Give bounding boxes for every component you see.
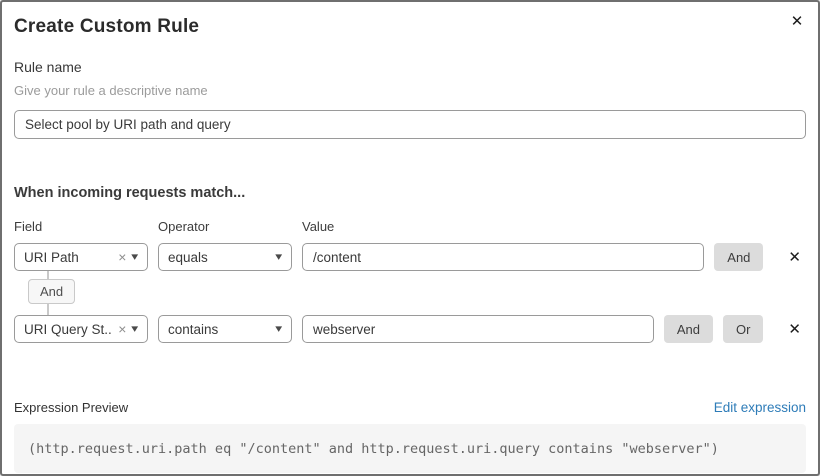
field-select-1[interactable]: URI Path × ▾ (14, 243, 148, 271)
operator-select-1-value: equals (168, 249, 208, 265)
value-input-2[interactable] (302, 315, 654, 343)
field-select-1-value: URI Path (24, 249, 79, 265)
operator-select-1[interactable]: equals ▾ (158, 243, 292, 271)
match-row-2: URI Query St... × ▾ contains ▾ And Or ✕ (14, 315, 806, 343)
page-title: Create Custom Rule (14, 16, 200, 37)
expression-code-preview: (http.request.uri.path eq "/content" and… (14, 424, 806, 473)
field-select-2-value: URI Query St... (24, 321, 113, 337)
match-row-1: URI Path × ▾ equals ▾ And ✕ (14, 243, 806, 271)
edit-expression-link[interactable]: Edit expression (713, 400, 806, 415)
connector-line (47, 304, 49, 315)
value-input-1[interactable] (302, 243, 705, 271)
rule-name-label: Rule name (14, 59, 82, 75)
chevron-down-icon: ▾ (275, 322, 283, 335)
connector-line (47, 271, 49, 279)
connector-and-toggle[interactable]: And (28, 279, 76, 304)
add-and-condition-button[interactable]: And (663, 315, 713, 343)
value-column-label: Value (302, 219, 335, 234)
chevron-down-icon: ▾ (275, 250, 283, 263)
expression-preview-header: Expression Preview Edit expression (14, 400, 806, 415)
operator-column-label: Operator (158, 219, 210, 234)
operator-select-2-value: contains (168, 321, 219, 337)
chevron-down-icon: ▾ (131, 322, 139, 335)
operator-select-2[interactable]: contains ▾ (158, 315, 292, 343)
field-select-2[interactable]: URI Query St... × ▾ (14, 315, 148, 343)
clear-icon[interactable]: × (118, 249, 127, 265)
add-or-condition-button[interactable]: Or (722, 315, 764, 343)
clear-icon[interactable]: × (118, 321, 127, 337)
close-icon[interactable]: ✕ (790, 13, 804, 30)
condition-connector: And (14, 271, 806, 315)
match-column-labels: Field Operator Value (14, 219, 806, 234)
expression-preview-label: Expression Preview (14, 400, 129, 415)
match-section-heading: When incoming requests match... (14, 185, 246, 201)
field-column-label: Field (14, 219, 43, 234)
chevron-down-icon: ▾ (131, 250, 139, 263)
rule-name-input[interactable] (14, 110, 806, 139)
rule-name-hint: Give your rule a descriptive name (14, 83, 208, 98)
delete-row-icon[interactable]: ✕ (788, 320, 801, 338)
add-and-condition-button[interactable]: And (714, 243, 764, 271)
delete-row-icon[interactable]: ✕ (788, 248, 801, 266)
